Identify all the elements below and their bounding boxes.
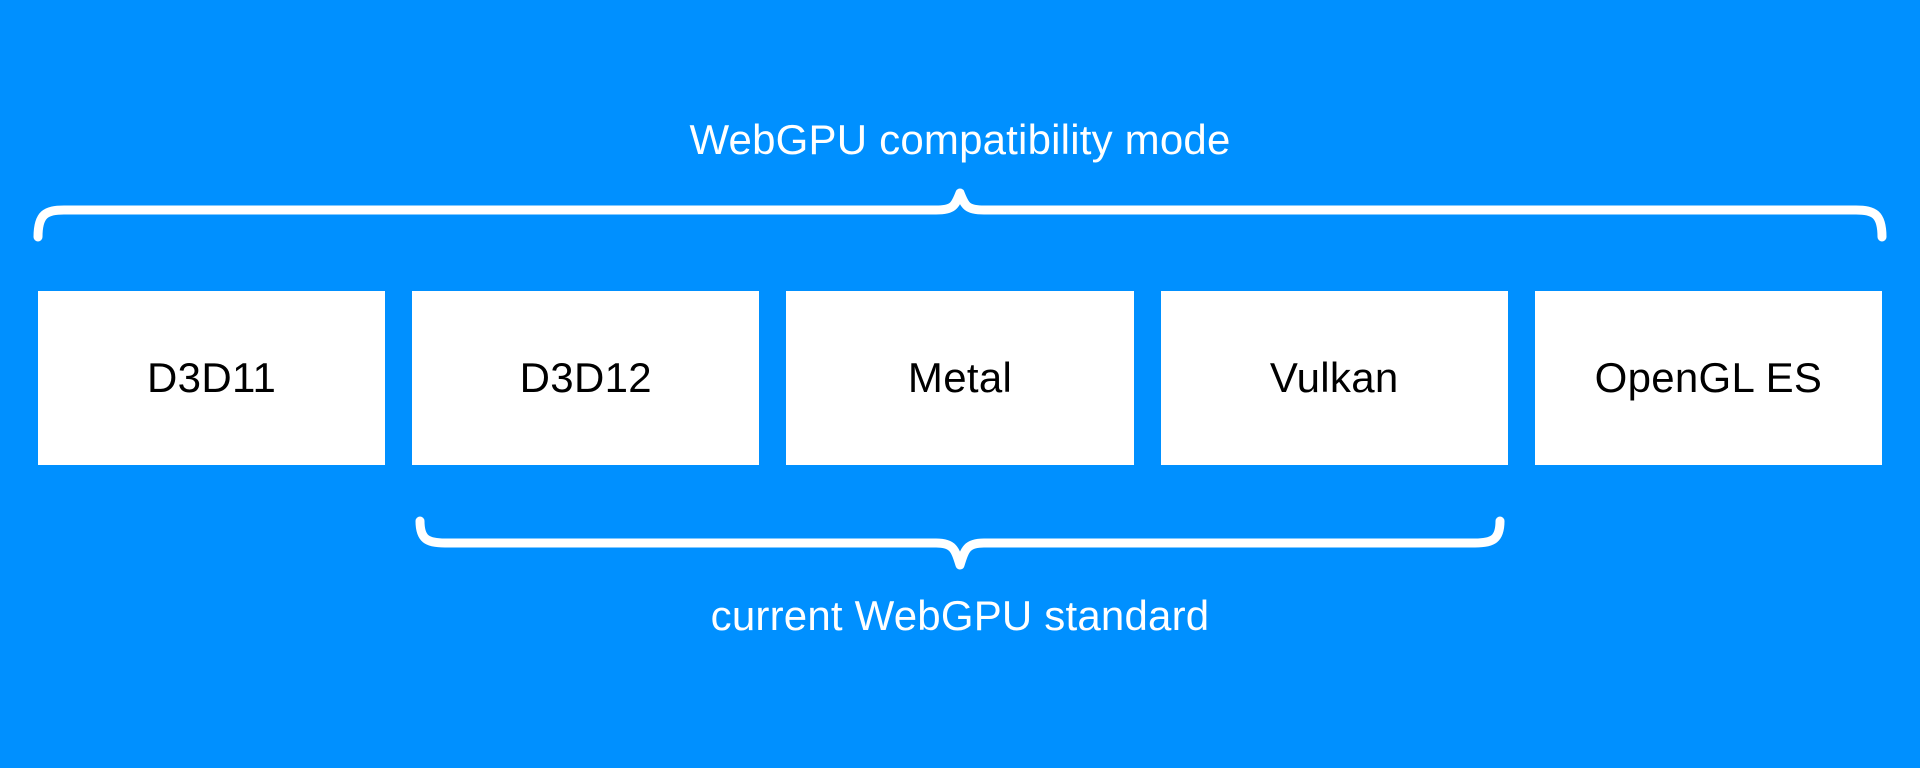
top-brace-label: WebGPU compatibility mode: [689, 116, 1231, 163]
bottom-brace-label: current WebGPU standard: [710, 592, 1210, 639]
api-box-d3d12[interactable]: D3D12: [412, 291, 760, 465]
api-box-vulkan[interactable]: Vulkan: [1160, 291, 1508, 465]
api-box-label: Metal: [907, 354, 1013, 401]
api-box-metal[interactable]: Metal: [786, 291, 1134, 465]
api-box-opengl-es[interactable]: OpenGL ES: [1534, 291, 1883, 465]
api-box-label: OpenGL ES: [1594, 354, 1823, 401]
api-box-label: D3D11: [147, 354, 277, 401]
api-boxes-row: D3D11 D3D12 Metal Vulkan OpenGL ES: [38, 291, 1883, 465]
api-box-label: D3D12: [519, 354, 652, 401]
api-box-label: Vulkan: [1269, 354, 1399, 401]
api-box-d3d11[interactable]: D3D11: [38, 291, 386, 465]
